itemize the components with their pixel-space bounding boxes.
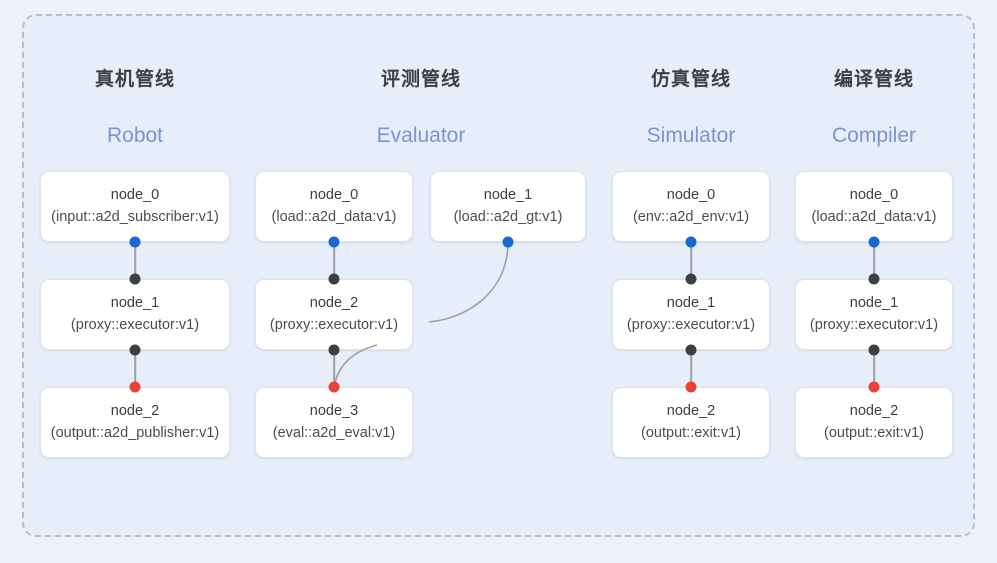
column-title-robot: 真机管线 bbox=[94, 69, 175, 90]
port-in-simulator-1[interactable] bbox=[685, 273, 697, 285]
port-in-compiler-1[interactable] bbox=[868, 273, 880, 285]
node-type: (proxy::executor:v1) bbox=[269, 317, 399, 333]
port-input-evaluator-1[interactable] bbox=[502, 236, 514, 248]
node-type: (load::a2d_data:v1) bbox=[271, 209, 397, 225]
edge-simulator-1-2 bbox=[690, 350, 692, 387]
port-out-simulator-1[interactable] bbox=[685, 344, 697, 356]
edge-evaluator-0-2 bbox=[333, 242, 335, 279]
node-simulator-2[interactable]: node_2 (output::exit:v1) bbox=[612, 387, 770, 458]
node-name: node_2 bbox=[309, 295, 359, 312]
node-evaluator-2[interactable]: node_2 (proxy::executor:v1) bbox=[255, 279, 413, 350]
node-evaluator-0[interactable]: node_0 (load::a2d_data:v1) bbox=[255, 171, 413, 242]
node-name: node_2 bbox=[666, 403, 716, 420]
column-subtitle-compiler: Compiler bbox=[831, 124, 917, 147]
column-title-simulator: 仿真管线 bbox=[650, 69, 731, 90]
node-type: (output::a2d_publisher:v1) bbox=[50, 425, 220, 441]
node-robot-2[interactable]: node_2 (output::a2d_publisher:v1) bbox=[40, 387, 230, 458]
column-subtitle-evaluator: Evaluator bbox=[376, 124, 466, 147]
node-name: node_1 bbox=[110, 295, 160, 312]
node-robot-0[interactable]: node_0 (input::a2d_subscriber:v1) bbox=[40, 171, 230, 242]
port-output-compiler-2[interactable] bbox=[868, 381, 880, 393]
node-name: node_2 bbox=[110, 403, 160, 420]
node-name: node_2 bbox=[849, 403, 899, 420]
port-out-evaluator-2[interactable] bbox=[328, 344, 340, 356]
port-input-evaluator-0[interactable] bbox=[328, 236, 340, 248]
node-type: (output::exit:v1) bbox=[824, 425, 924, 441]
port-output-evaluator-3[interactable] bbox=[328, 381, 340, 393]
port-input-simulator-0[interactable] bbox=[685, 236, 697, 248]
port-output-simulator-2[interactable] bbox=[685, 381, 697, 393]
edge-simulator-0-1 bbox=[690, 242, 692, 279]
edge-robot-1-2 bbox=[134, 350, 136, 387]
node-name: node_1 bbox=[666, 295, 716, 312]
port-input-compiler-0[interactable] bbox=[868, 236, 880, 248]
node-name: node_3 bbox=[309, 403, 359, 420]
node-name: node_0 bbox=[309, 187, 359, 204]
node-name: node_1 bbox=[483, 187, 533, 204]
node-type: (load::a2d_gt:v1) bbox=[453, 209, 563, 225]
node-type: (eval::a2d_eval:v1) bbox=[272, 425, 396, 441]
port-in-evaluator-2[interactable] bbox=[328, 273, 340, 285]
node-type: (proxy::executor:v1) bbox=[70, 317, 200, 333]
node-compiler-1[interactable]: node_1 (proxy::executor:v1) bbox=[795, 279, 953, 350]
node-simulator-1[interactable]: node_1 (proxy::executor:v1) bbox=[612, 279, 770, 350]
column-title-compiler: 编译管线 bbox=[833, 69, 914, 90]
node-compiler-2[interactable]: node_2 (output::exit:v1) bbox=[795, 387, 953, 458]
edge-compiler-1-2 bbox=[873, 350, 875, 387]
node-compiler-0[interactable]: node_0 (load::a2d_data:v1) bbox=[795, 171, 953, 242]
node-type: (proxy::executor:v1) bbox=[809, 317, 939, 333]
edge-compiler-0-1 bbox=[873, 242, 875, 279]
column-subtitle-simulator: Simulator bbox=[646, 124, 736, 147]
column-subtitle-robot: Robot bbox=[106, 124, 164, 147]
node-type: (output::exit:v1) bbox=[641, 425, 741, 441]
node-evaluator-3[interactable]: node_3 (eval::a2d_eval:v1) bbox=[255, 387, 413, 458]
port-out-compiler-1[interactable] bbox=[868, 344, 880, 356]
node-name: node_0 bbox=[849, 187, 899, 204]
port-output-robot-2[interactable] bbox=[129, 381, 141, 393]
port-out-robot-1[interactable] bbox=[129, 344, 141, 356]
node-name: node_0 bbox=[110, 187, 160, 204]
node-simulator-0[interactable]: node_0 (env::a2d_env:v1) bbox=[612, 171, 770, 242]
pipeline-group-frame bbox=[22, 14, 975, 537]
node-type: (load::a2d_data:v1) bbox=[811, 209, 937, 225]
port-input-robot-0[interactable] bbox=[129, 236, 141, 248]
edge-robot-0-1 bbox=[134, 242, 136, 279]
node-name: node_0 bbox=[666, 187, 716, 204]
node-type: (env::a2d_env:v1) bbox=[632, 209, 750, 225]
node-type: (proxy::executor:v1) bbox=[626, 317, 756, 333]
node-type: (input::a2d_subscriber:v1) bbox=[51, 209, 219, 225]
column-title-evaluator: 评测管线 bbox=[380, 69, 461, 90]
node-robot-1[interactable]: node_1 (proxy::executor:v1) bbox=[40, 279, 230, 350]
port-in-robot-1[interactable] bbox=[129, 273, 141, 285]
node-name: node_1 bbox=[849, 295, 899, 312]
node-evaluator-1[interactable]: node_1 (load::a2d_gt:v1) bbox=[430, 171, 586, 242]
